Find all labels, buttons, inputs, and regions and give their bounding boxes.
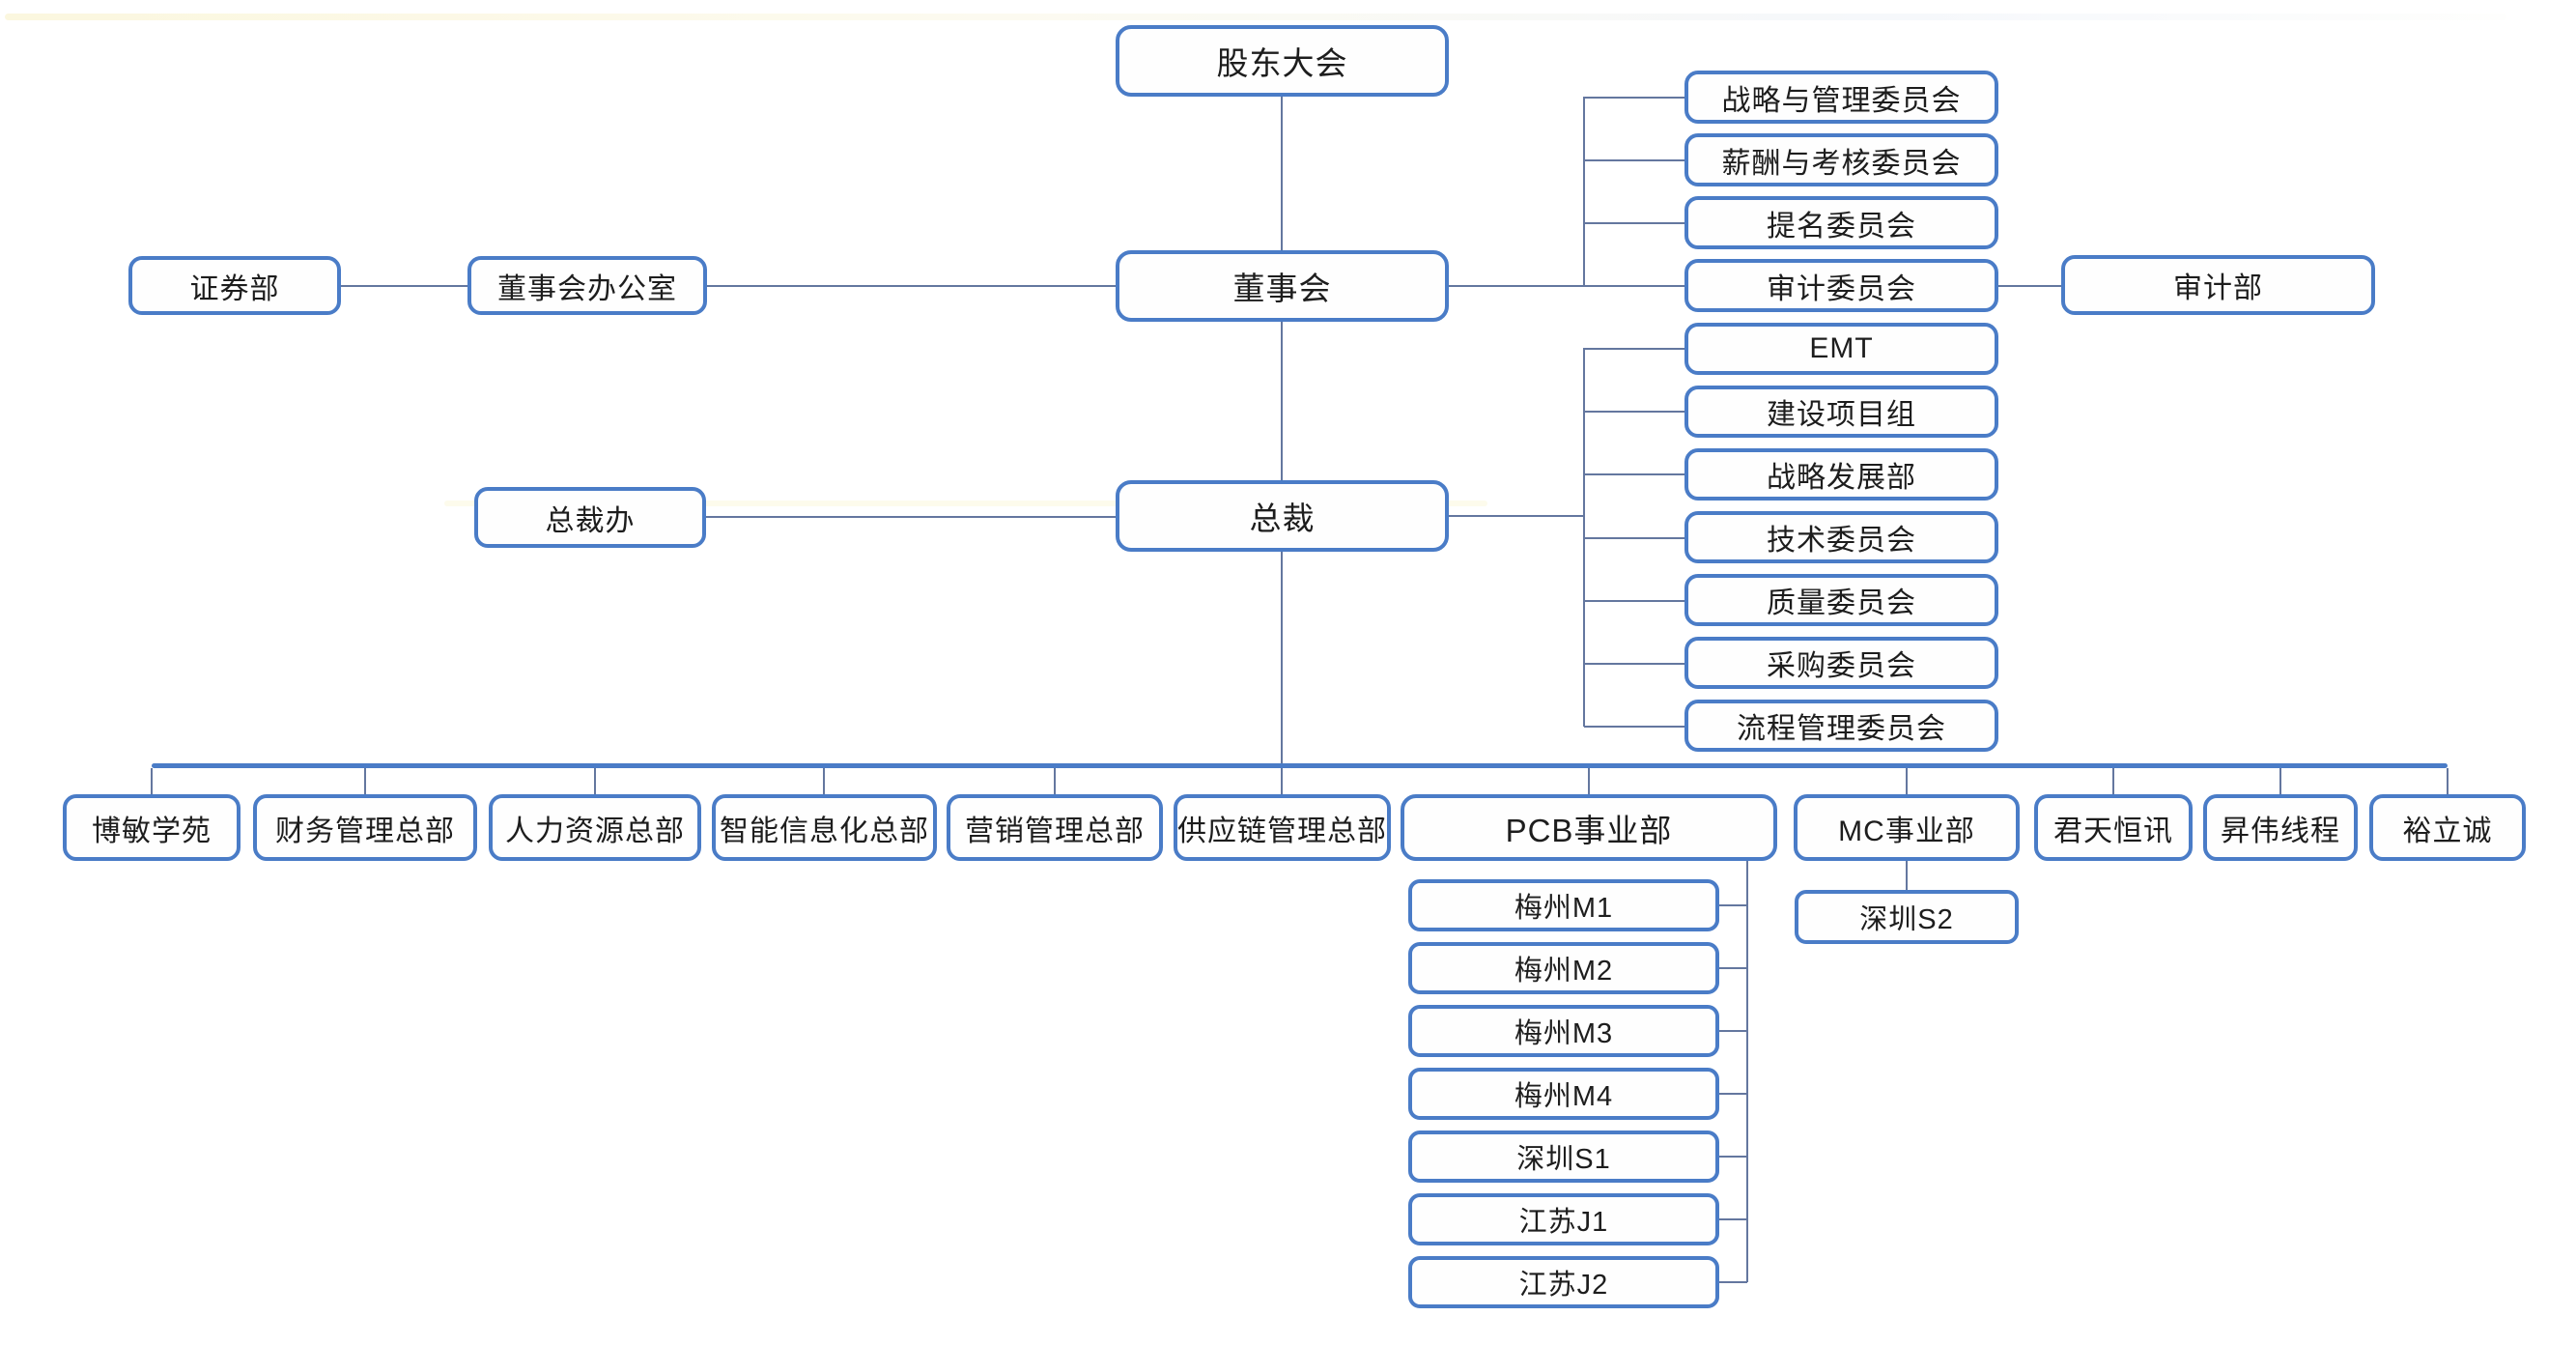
- stub-pcb-site-2: [1719, 967, 1747, 969]
- stub-pcb-site-6: [1719, 1218, 1747, 1220]
- node-juntian-hengxun: 君天恒讯: [2034, 794, 2193, 861]
- node-securities-dept: 证券部: [128, 256, 341, 315]
- node-strategy-management-committee: 战略与管理委员会: [1684, 71, 1998, 124]
- node-board-of-directors: 董事会: [1116, 250, 1449, 322]
- stub-dept-1: [151, 768, 153, 794]
- node-intelligent-informatization-hq: 智能信息化总部: [712, 794, 937, 861]
- trunk-board-committees: [1583, 97, 1585, 287]
- stub-pcb-site-4: [1719, 1093, 1747, 1095]
- edge-securities-boardoffice: [341, 285, 467, 287]
- node-bomin-academy: 博敏学苑: [63, 794, 241, 861]
- node-pcb-division: PCB事业部: [1401, 794, 1777, 861]
- node-meizhou-m4: 梅州M4: [1408, 1068, 1719, 1120]
- node-technology-committee: 技术委员会: [1684, 511, 1998, 563]
- edge-president-bus: [1281, 552, 1283, 794]
- node-audit-dept: 审计部: [2061, 255, 2375, 315]
- node-remuneration-appraisal-committee: 薪酬与考核委员会: [1684, 133, 1998, 186]
- edge-boardoffice-board: [707, 285, 1116, 287]
- node-meizhou-m3: 梅州M3: [1408, 1005, 1719, 1057]
- scan-artifact-top: [5, 14, 2506, 20]
- stub-dept-7: [1588, 768, 1590, 794]
- stub-pcb-site-1: [1719, 904, 1747, 906]
- node-president: 总裁: [1116, 480, 1449, 552]
- node-audit-committee: 审计委员会: [1684, 259, 1998, 312]
- node-meizhou-m1: 梅州M1: [1408, 879, 1719, 931]
- node-jiangsu-j2: 江苏J2: [1408, 1256, 1719, 1308]
- edge-presidentoffice-president: [706, 516, 1116, 518]
- stub-pcb-site-3: [1719, 1030, 1747, 1032]
- node-shenzhen-s2: 深圳S2: [1795, 890, 2019, 944]
- stub-unit-1: [1584, 348, 1684, 350]
- stub-committee-3: [1584, 222, 1684, 224]
- trunk-pcb-sites: [1746, 861, 1748, 1282]
- stub-unit-7: [1584, 726, 1684, 728]
- node-yulicheng: 裕立诚: [2369, 794, 2526, 861]
- stub-dept-9: [2112, 768, 2114, 794]
- bus-departments: [152, 763, 2448, 768]
- node-meizhou-m2: 梅州M2: [1408, 942, 1719, 994]
- stub-committee-2: [1584, 159, 1684, 161]
- edge-auditcommittee-auditdept: [1998, 285, 2061, 287]
- node-shengwei-xiancheng: 昇伟线程: [2203, 794, 2358, 861]
- stub-unit-4: [1584, 537, 1684, 539]
- stub-dept-2: [364, 768, 366, 794]
- node-board-office: 董事会办公室: [467, 256, 707, 315]
- stub-dept-8: [1906, 768, 1908, 794]
- node-emt: EMT: [1684, 323, 1998, 375]
- node-marketing-management-hq: 营销管理总部: [947, 794, 1163, 861]
- stub-pcb-site-5: [1719, 1156, 1747, 1158]
- edge-mc-shenzhens2: [1906, 861, 1908, 890]
- node-process-management-committee: 流程管理委员会: [1684, 700, 1998, 752]
- stub-pcb-site-7: [1719, 1281, 1747, 1283]
- stub-dept-3: [594, 768, 596, 794]
- node-nomination-committee: 提名委员会: [1684, 196, 1998, 249]
- node-shenzhen-s1: 深圳S1: [1408, 1130, 1719, 1183]
- node-human-resources-hq: 人力资源总部: [489, 794, 701, 861]
- stub-dept-5: [1054, 768, 1056, 794]
- node-construction-project-group: 建设项目组: [1684, 386, 1998, 438]
- stub-unit-2: [1584, 411, 1684, 413]
- node-quality-committee: 质量委员会: [1684, 574, 1998, 626]
- node-supply-chain-management-hq: 供应链管理总部: [1174, 794, 1391, 861]
- stub-dept-11: [2447, 768, 2449, 794]
- edge-president-units: [1449, 515, 1584, 517]
- node-strategy-development-dept: 战略发展部: [1684, 448, 1998, 501]
- stub-committee-1: [1584, 97, 1684, 99]
- edge-board-president: [1281, 322, 1283, 480]
- edge-shareholders-board: [1281, 97, 1283, 250]
- stub-unit-3: [1584, 473, 1684, 475]
- stub-dept-4: [823, 768, 825, 794]
- stub-unit-6: [1584, 663, 1684, 665]
- node-jiangsu-j1: 江苏J1: [1408, 1193, 1719, 1245]
- node-mc-division: MC事业部: [1794, 794, 2020, 861]
- node-president-office: 总裁办: [474, 487, 706, 548]
- node-procurement-committee: 采购委员会: [1684, 637, 1998, 689]
- stub-dept-10: [2279, 768, 2281, 794]
- edge-board-committees: [1449, 285, 1684, 287]
- stub-unit-5: [1584, 600, 1684, 602]
- node-finance-management-hq: 财务管理总部: [253, 794, 477, 861]
- node-shareholders-meeting: 股东大会: [1116, 25, 1449, 97]
